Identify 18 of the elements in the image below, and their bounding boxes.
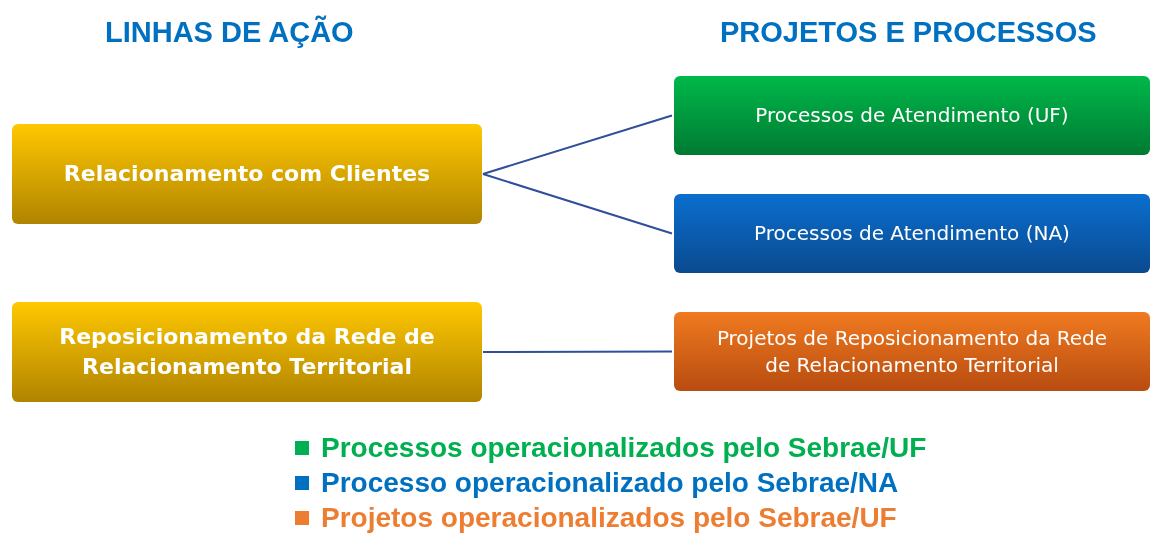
box-text: Processos de Atendimento (UF) — [755, 102, 1069, 129]
column-heading: PROJETOS E PROCESSOS — [720, 16, 1097, 49]
project-box — [674, 312, 1150, 391]
connector-line — [482, 114, 673, 175]
legend-text: Projetos operacionalizados pelo Sebrae/UF — [321, 502, 897, 534]
connector-line — [482, 173, 673, 235]
process-box — [674, 76, 1150, 155]
box-text: Relacionamento com Clientes — [63, 160, 431, 189]
action-box — [12, 302, 482, 402]
connector-line — [482, 350, 673, 353]
process-box — [674, 194, 1150, 273]
column-heading: LINHAS DE AÇÃO — [105, 16, 354, 49]
box-text: Projetos de Reposicionamento da Rede de Relacionamento Territorial — [715, 324, 1109, 379]
box-text: Reposicionamento da Rede de Relacionamento Territorial — [58, 323, 436, 381]
legend-text: Processo operacionalizado pelo Sebrae/NA — [321, 467, 899, 499]
box-text: Processos de Atendimento (NA) — [754, 220, 1070, 247]
action-box — [12, 124, 482, 224]
legend-text: Processos operacionalizados pelo Sebrae/UF — [321, 432, 927, 464]
